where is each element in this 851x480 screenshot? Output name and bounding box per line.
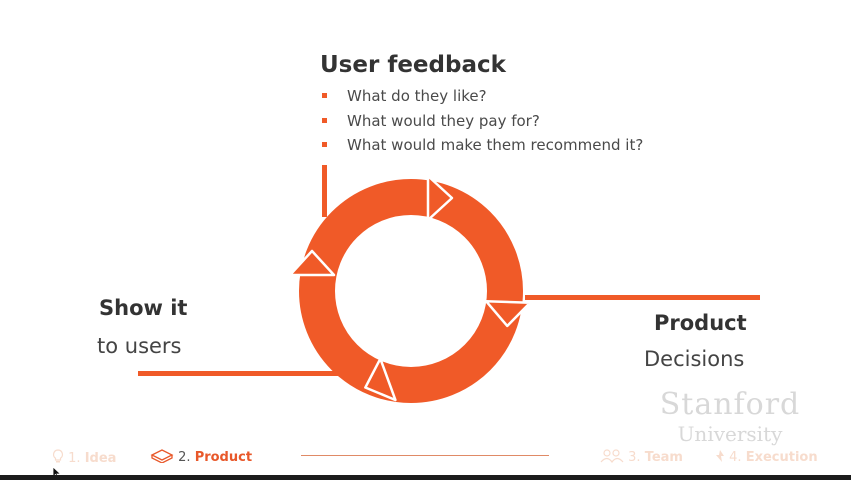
watermark-line-2: University [677,422,783,446]
nav-item-number: 3. [628,450,641,465]
nav-item-number: 2. [178,450,191,465]
product-box-icon [150,449,174,464]
bullet-text: What would make them recommend it? [347,136,644,154]
nav-item-label: Idea [84,451,117,466]
nav-item-team[interactable]: 3. Team [600,449,683,465]
bullet-text: What do they like? [347,87,487,105]
bullet-square-icon [322,142,327,147]
nav-item-label: Product [194,450,253,465]
list-item: What would they pay for? [320,112,643,137]
connector-line-left [138,371,350,376]
stanford-university-watermark: Stanford University [655,387,805,446]
lightbulb-icon [52,449,64,463]
connector-line-top [322,165,327,217]
nav-item-number: 1. [68,451,81,466]
show-it-subtitle: to users [97,334,182,358]
feedback-question-list: What do they like? What would they pay f… [320,87,643,161]
cycle-arrow-bottom [364,357,397,402]
list-item: What would make them recommend it? [320,136,643,161]
user-feedback-title: User feedback [320,52,506,78]
team-icon [600,449,624,464]
nav-item-execution[interactable]: 4. Execution [715,449,818,465]
connector-line-right [525,295,760,300]
nav-divider-line [301,455,549,456]
nav-item-product[interactable]: 2. Product [150,449,252,465]
cycle-ring [299,179,523,403]
bullet-square-icon [322,93,327,98]
cycle-arrow-right [484,299,532,328]
nav-item-idea[interactable]: 1. Idea [52,449,116,466]
nav-item-number: 4. [729,450,742,465]
show-it-title: Show it [99,296,188,320]
product-subtitle: Decisions [644,347,745,371]
section-nav: 1. Idea 2. Product 3. Team 4. [0,444,851,472]
cycle-arrow-left [288,249,336,277]
nav-item-label: Team [644,450,683,465]
cycle-arrow-top [426,174,454,222]
bullet-text: What would they pay for? [347,111,540,130]
product-title: Product [654,311,747,335]
nav-item-label: Execution [745,450,818,465]
execution-icon [716,450,724,462]
bullet-square-icon [322,117,327,123]
watermark-line-1: Stanford [659,387,801,422]
list-item: What do they like? [320,87,643,112]
bottom-strip [0,475,851,480]
